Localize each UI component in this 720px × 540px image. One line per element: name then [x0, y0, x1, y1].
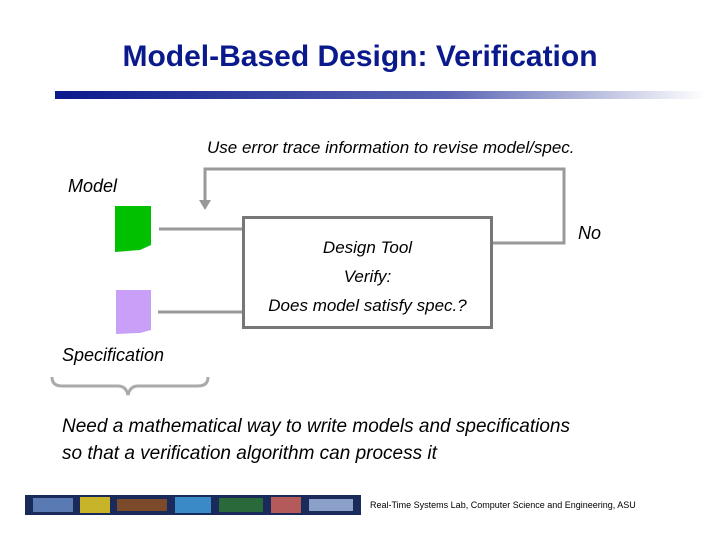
- spec-document-icon: [116, 290, 151, 334]
- specification-label: Specification: [62, 345, 165, 365]
- conclusion-line-1: Need a mathematical way to write models …: [62, 416, 570, 437]
- design-tool-line: Design Tool: [322, 238, 413, 257]
- no-label: No: [578, 223, 602, 243]
- footer-photo-strip: [25, 495, 361, 515]
- conclusion-line-2: so that a verification algorithm can pro…: [62, 443, 437, 464]
- model-label: Model: [68, 176, 118, 196]
- model-document-icon: [115, 206, 151, 252]
- error-trace-caption: Use error trace information to revise mo…: [207, 138, 575, 157]
- design-tool-box: Design Tool Verify: Does model satisfy s…: [242, 216, 493, 329]
- feedback-arrowhead: [199, 200, 211, 210]
- verify-line: Verify:: [343, 267, 392, 286]
- title-underline: [55, 91, 705, 99]
- satisfy-question-line: Does model satisfy spec.?: [268, 296, 467, 315]
- conclusion-text: Need a mathematical way to write models …: [62, 413, 682, 467]
- feedback-loop-arrow: [203, 167, 566, 245]
- specification-brace: [50, 376, 210, 396]
- footer-credit: Real-Time Systems Lab, Computer Science …: [370, 500, 636, 510]
- slide-title: Model-Based Design: Verification: [122, 40, 598, 73]
